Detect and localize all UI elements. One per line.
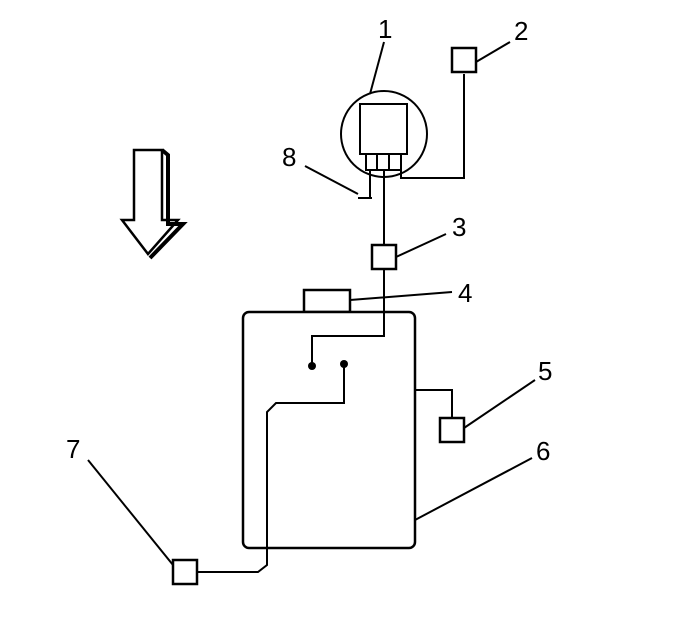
callout-8: 8 (282, 142, 296, 172)
cap-4 (302, 288, 352, 314)
callout-2: 2 (514, 16, 528, 46)
connector-2 (450, 46, 478, 74)
leader-3 (395, 233, 447, 258)
ground-8 (358, 170, 372, 199)
callout-3: 3 (452, 212, 466, 242)
wire-module-to-connector-2 (400, 74, 465, 179)
connector-3 (370, 243, 398, 271)
leader-6 (414, 457, 533, 521)
connector-5 (438, 416, 466, 444)
callout-7: 7 (66, 434, 80, 464)
terminal-left (308, 362, 316, 370)
leader-8 (304, 165, 359, 195)
wire-terminal-to-connector-7 (197, 364, 345, 573)
leader-7 (87, 459, 174, 566)
leader-4 (349, 291, 453, 301)
leader-5 (463, 379, 536, 429)
component-1-module (340, 90, 428, 178)
callout-6: 6 (536, 436, 550, 466)
callout-5: 5 (538, 356, 552, 386)
leader-2 (475, 41, 511, 63)
wire-tank-to-connector-5 (415, 389, 453, 418)
wire-connector-3-to-terminal (311, 269, 385, 364)
leader-1 (369, 41, 385, 95)
callout-4: 4 (458, 278, 472, 308)
tank-6 (241, 310, 417, 550)
connector-7 (171, 558, 199, 586)
down-arrow-icon (119, 148, 188, 260)
callout-1: 1 (378, 14, 392, 44)
